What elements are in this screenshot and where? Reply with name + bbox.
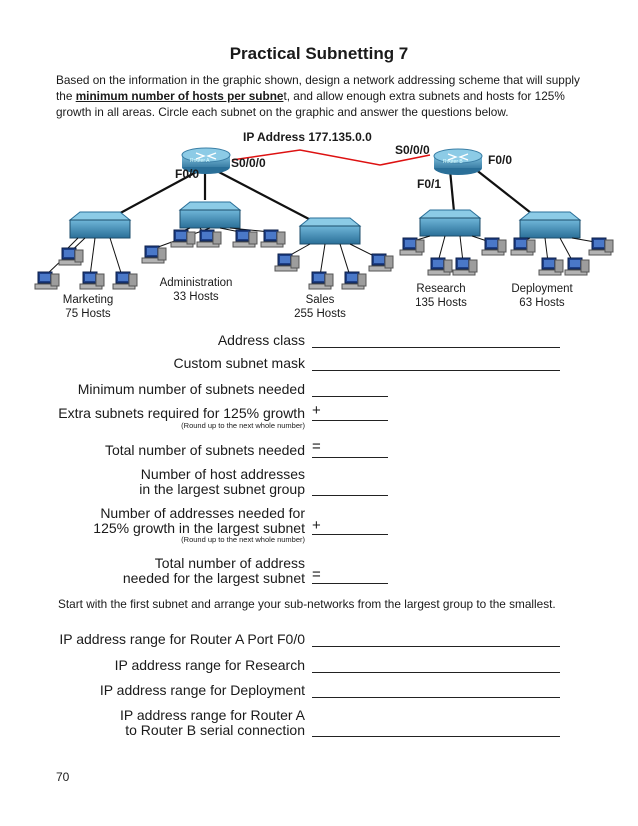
answer-blank[interactable] [312,333,560,348]
question-note: (Round up to the next whole number) [181,535,305,544]
intro-text-2: t, and allow enough extra subnets and ho… [56,89,565,119]
intro-emphasis: minimum number of hosts per subne [75,89,284,103]
range-label: IP address range for Router A Port F0/0 [59,631,305,647]
network-diagram [34,147,614,290]
page-number: 70 [56,770,70,784]
switch-administration-icon [178,201,242,229]
range-label: IP address range for Deployment [99,682,305,698]
router-b-icon [433,148,483,175]
instruction-text: Start with the first subnet and arrange … [58,597,556,611]
question-note: (Round up to the next whole number) [181,421,305,430]
intro-text-1: Based on the information in the graphic … [56,73,580,103]
router-b-name: Router B [443,159,463,165]
router-a-icon [181,147,231,174]
answer-blank[interactable] [312,382,388,397]
question-label: Custom subnet mask [173,355,306,371]
equals-sign: = [312,438,321,455]
switch-marketing-icon [68,211,132,239]
question-label: Extra subnets required for 125% growth [58,405,305,421]
answer-blank[interactable] [312,569,388,584]
router-b-f0-label: F0/0 [488,153,513,167]
ip-address-label: IP Address 177.135.0.0 [243,130,372,144]
equals-sign: = [312,566,321,583]
router-a-f0-label: F0/0 [175,167,200,181]
plus-sign: + [312,402,321,419]
page-title: Practical Subnetting 7 [229,44,409,63]
switch-sales-icon [298,217,362,245]
answer-blank[interactable] [312,443,388,458]
router-b-serial-label: S0/0/0 [395,143,430,157]
answer-blank[interactable] [312,481,388,496]
range-label: IP address range for Research [114,657,305,673]
question-label: Total number of subnets needed [104,442,305,458]
answer-blank[interactable] [312,406,388,421]
range-answer-blank[interactable] [312,722,560,737]
router-a-name: Router A [190,158,210,164]
range-answer-blank[interactable] [312,658,560,673]
range-answer-blank[interactable] [312,632,560,647]
switch-research-icon [418,209,482,237]
intro-paragraph: Based on the information in the graphic … [56,72,586,120]
router-b-f1-label: F0/1 [417,177,442,191]
plus-sign: + [312,517,321,534]
router-a-serial-label: S0/0/0 [231,156,266,170]
serial-link [231,149,431,166]
answer-blank[interactable] [312,356,560,371]
switch-deployment-icon [518,211,582,239]
answer-blank[interactable] [312,520,388,535]
question-label: Minimum number of subnets needed [77,381,305,397]
question-label: Address class [217,332,305,348]
range-answer-blank[interactable] [312,683,560,698]
